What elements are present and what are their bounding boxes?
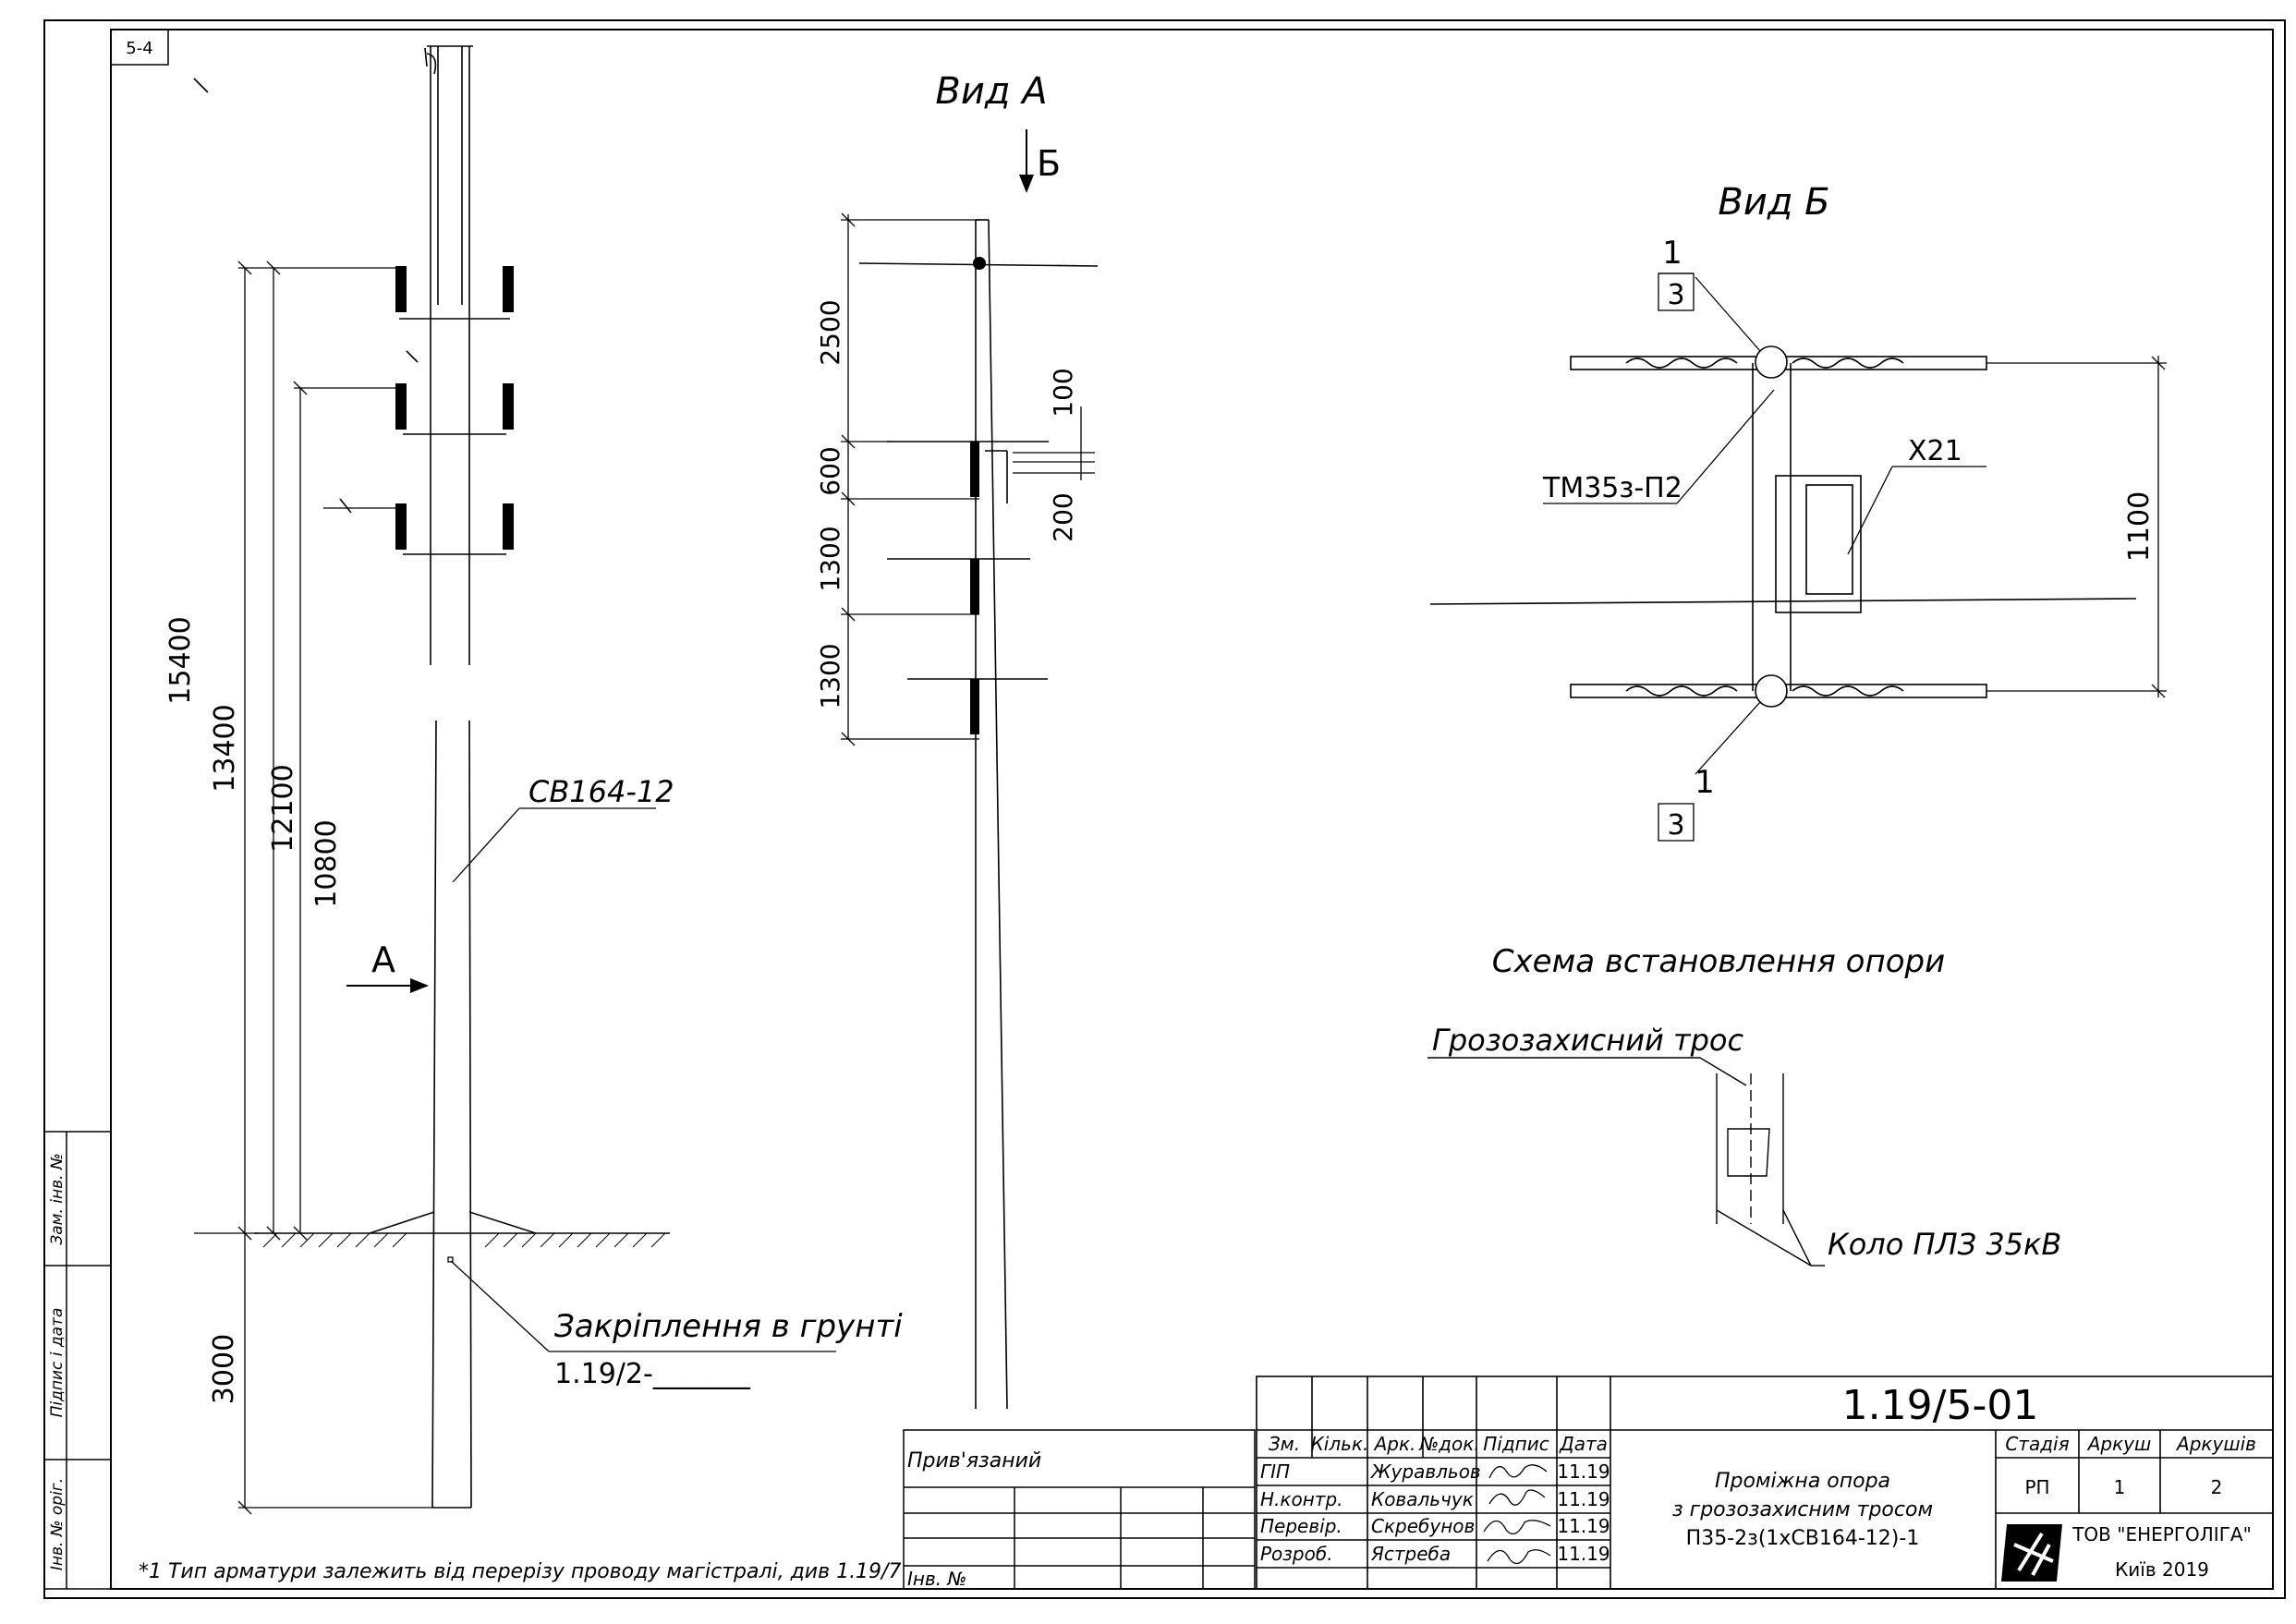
clamp-label: ТМ35з-П2	[1542, 472, 1683, 504]
ground-hatch	[262, 1232, 666, 1248]
view-b-dim-1100: 1100	[2123, 491, 2156, 562]
stamp-inv-orig: Інв. № оріг.	[48, 1478, 67, 1570]
row-name-1: Ковальчук	[1371, 1488, 1474, 1510]
row-name-2: Скребунов	[1371, 1515, 1475, 1537]
hdr-kilk: Кільк.	[1311, 1433, 1369, 1455]
side-dimensions	[841, 212, 1095, 746]
hdr-data: Дата	[1559, 1433, 1608, 1455]
callout-bottom-num: 1	[1695, 764, 1715, 801]
attached-block	[903, 1429, 1256, 1590]
attached-label: Прив'язаний	[907, 1449, 1041, 1473]
left-insulators	[395, 266, 514, 550]
stamp-pidpys-data: Підпис і дата	[48, 1308, 67, 1418]
outer-frame	[43, 19, 2286, 1599]
hdr-pidpys: Підпис	[1483, 1433, 1549, 1455]
dim-1300a: 1300	[815, 526, 845, 591]
sheet-code: 5-4	[126, 39, 152, 58]
signatures	[1483, 1464, 1551, 1565]
callout-leaders	[1543, 273, 1986, 842]
desc-line-2: П35-2з(1хСВ164-12)-1	[1686, 1527, 1920, 1550]
left-pole	[193, 45, 473, 1509]
anchor-label: Закріплення в грунті	[554, 1308, 903, 1345]
sheets-label: Аркушів	[2175, 1433, 2256, 1455]
row-role-1: Н.контр.	[1260, 1488, 1343, 1510]
left-crossarms	[399, 318, 510, 555]
stamp-zam-inv: Зам. інв. №	[48, 1153, 67, 1244]
stage-value: РП	[2024, 1476, 2049, 1498]
view-a-arrow-label: А	[371, 939, 395, 980]
view-b-drawing	[1429, 345, 2137, 708]
row-role-0: ГІП	[1260, 1460, 1290, 1483]
scheme-title: Схема встановлення опори	[1492, 943, 1945, 980]
footnote: *1 Тип арматури залежить від перерізу пр…	[139, 1560, 901, 1583]
row-date-0: 11.19	[1557, 1460, 1610, 1483]
dim-15400: 15400	[164, 616, 197, 704]
company-logo	[2001, 1524, 2062, 1582]
hdr-ndok: №док.	[1418, 1433, 1479, 1455]
row-date-2: 11.19	[1557, 1515, 1610, 1537]
anchor-leader	[447, 1256, 836, 1352]
anchor-ref: 1.19/2-_______	[554, 1358, 751, 1390]
sheet-code-box	[110, 29, 169, 66]
stage-label: Стадія	[2005, 1433, 2069, 1455]
city-year: Київ 2019	[2115, 1558, 2209, 1581]
hdr-ark: Арк.	[1373, 1433, 1416, 1455]
dim-3000: 3000	[208, 1334, 240, 1404]
view-b-title: Вид Б	[1718, 181, 1829, 224]
dim-10800: 10800	[310, 819, 343, 907]
dim-200: 200	[1048, 492, 1078, 541]
dim-600: 600	[815, 446, 845, 495]
dim-13400: 13400	[209, 704, 241, 792]
desc-line-0: Проміжна опора	[1715, 1470, 1890, 1493]
row-date-3: 11.19	[1557, 1543, 1610, 1565]
sheet-label: Аркуш	[2086, 1433, 2152, 1455]
view-a-title: Вид А	[935, 70, 1047, 113]
company-name: ТОВ "ЕНЕРГОЛІГА"	[2071, 1523, 2252, 1545]
row-role-2: Перевір.	[1260, 1515, 1342, 1537]
row-date-1: 11.19	[1557, 1488, 1610, 1510]
view-b-dimension	[1986, 356, 2167, 698]
sheets-value: 2	[2211, 1476, 2223, 1498]
dim-100: 100	[1048, 368, 1078, 417]
row-name-0: Журавльов	[1369, 1460, 1481, 1483]
pole-leader	[452, 807, 656, 883]
side-insulators	[970, 257, 986, 734]
pole-label: СВ164-12	[528, 774, 674, 809]
attached-inv: Інв. №	[907, 1568, 966, 1590]
desc-line-1: з грозозахисним тросом	[1672, 1498, 1933, 1521]
side-pole	[858, 219, 1099, 1410]
ground-line	[254, 1211, 670, 1234]
x21-label: Х21	[1908, 435, 1962, 467]
scheme-line-label: Коло ПЛЗ 35кВ	[1828, 1227, 2061, 1262]
scheme-cable-label: Грозозахисний трос	[1432, 1023, 1743, 1058]
title-block-grid	[1256, 1376, 2274, 1590]
doc-code: 1.19/5-01	[1842, 1382, 2039, 1429]
dim-2500: 2500	[815, 299, 845, 365]
scheme-drawing	[1427, 1057, 1825, 1266]
callout-bottom-sheet: 3	[1667, 809, 1684, 842]
dim-1300b: 1300	[815, 643, 845, 709]
sheet-value: 1	[2114, 1476, 2126, 1498]
view-b-arrow-label: Б	[1037, 143, 1061, 184]
row-name-3: Ястреба	[1370, 1543, 1451, 1565]
left-dimensions	[194, 261, 432, 1515]
hdr-zm: Зм.	[1269, 1433, 1300, 1455]
dim-12100: 12100	[267, 764, 299, 852]
callout-top-sheet: 3	[1667, 279, 1684, 311]
row-role-3: Розроб.	[1260, 1543, 1333, 1565]
side-stamp	[43, 1131, 112, 1590]
callout-top-num: 1	[1662, 235, 1683, 272]
